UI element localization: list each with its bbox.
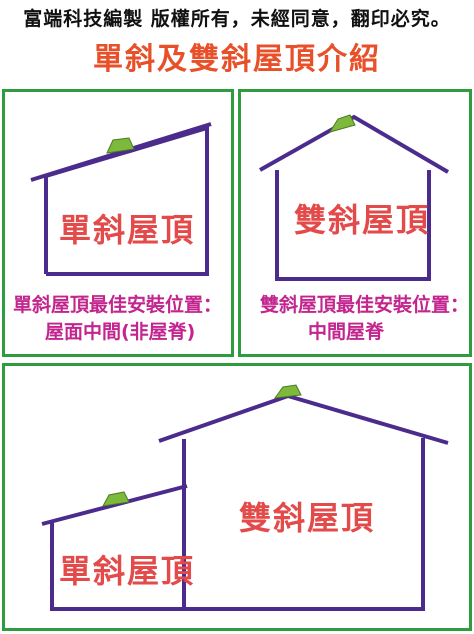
- single-slope-house-diagram: [30, 122, 212, 276]
- large-house-roof-line: [158, 393, 449, 445]
- page-title: 單斜及雙斜屋頂介紹: [93, 42, 381, 77]
- double-slope-house-walls: [275, 170, 431, 281]
- double-slope-caption-line2: 中間屋脊: [308, 321, 385, 343]
- single-slope-house-outline: [44, 125, 209, 276]
- double-slope-roof-label: 雙斜屋頂: [294, 201, 431, 239]
- combined-house-diagram: [41, 384, 449, 611]
- single-slope-caption-line1: 單斜屋頂最佳安裝位置：: [13, 294, 223, 316]
- double-slope-roof-line: [259, 114, 450, 174]
- roof-vent-icon: [102, 491, 130, 507]
- small-house-roof-label: 單斜屋頂: [59, 552, 196, 590]
- double-slope-panel: 雙斜屋頂 雙斜屋頂最佳安裝位置： 中間屋脊: [238, 89, 472, 357]
- double-slope-caption-line1: 雙斜屋頂最佳安裝位置：: [260, 294, 470, 316]
- double-slope-house-diagram: [259, 114, 450, 281]
- combined-roof-panel: 雙斜屋頂 單斜屋頂: [2, 363, 472, 631]
- roof-vent-icon: [106, 137, 135, 154]
- single-slope-roof-line: [30, 122, 212, 182]
- large-house-walls: [182, 438, 425, 611]
- roof-vent-icon: [273, 384, 302, 399]
- single-slope-roof-label: 單斜屋頂: [59, 211, 196, 249]
- roof-vent-icon: [328, 114, 356, 133]
- large-house-roof-label: 雙斜屋頂: [239, 499, 376, 537]
- small-house-roof-line: [41, 484, 188, 526]
- single-slope-panel: 單斜屋頂 單斜屋頂最佳安裝位置： 屋面中間(非屋脊): [2, 89, 234, 357]
- single-slope-caption-line2: 屋面中間(非屋脊): [45, 321, 196, 343]
- copyright-banner: 富端科技編製 版權所有，未經同意，翻印必究。: [23, 7, 451, 30]
